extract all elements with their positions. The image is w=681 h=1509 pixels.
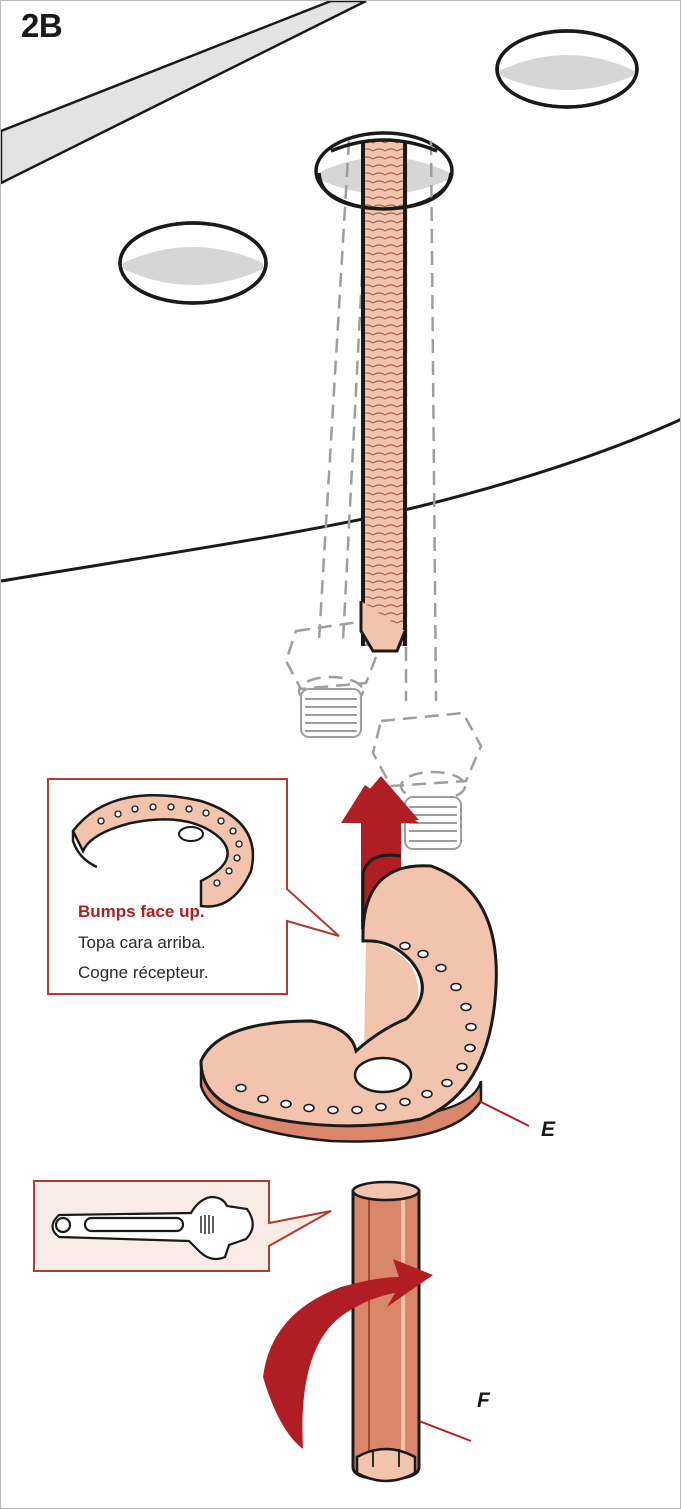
threaded-shank	[361, 141, 405, 651]
step-label: 2B	[21, 7, 62, 45]
part-label-e: E	[541, 1118, 555, 1142]
basin-wrench-f	[353, 1182, 471, 1481]
callout-french: Cogne récepteur.	[78, 963, 208, 983]
callout-title: Bumps face up.	[78, 902, 205, 922]
sink-basin-outline	[1, 419, 681, 581]
part-label-f: F	[477, 1389, 490, 1413]
mounting-hole-left	[120, 223, 266, 303]
callout-spanish: Topa cara arriba.	[78, 933, 206, 953]
mounting-hole-right	[497, 31, 637, 107]
